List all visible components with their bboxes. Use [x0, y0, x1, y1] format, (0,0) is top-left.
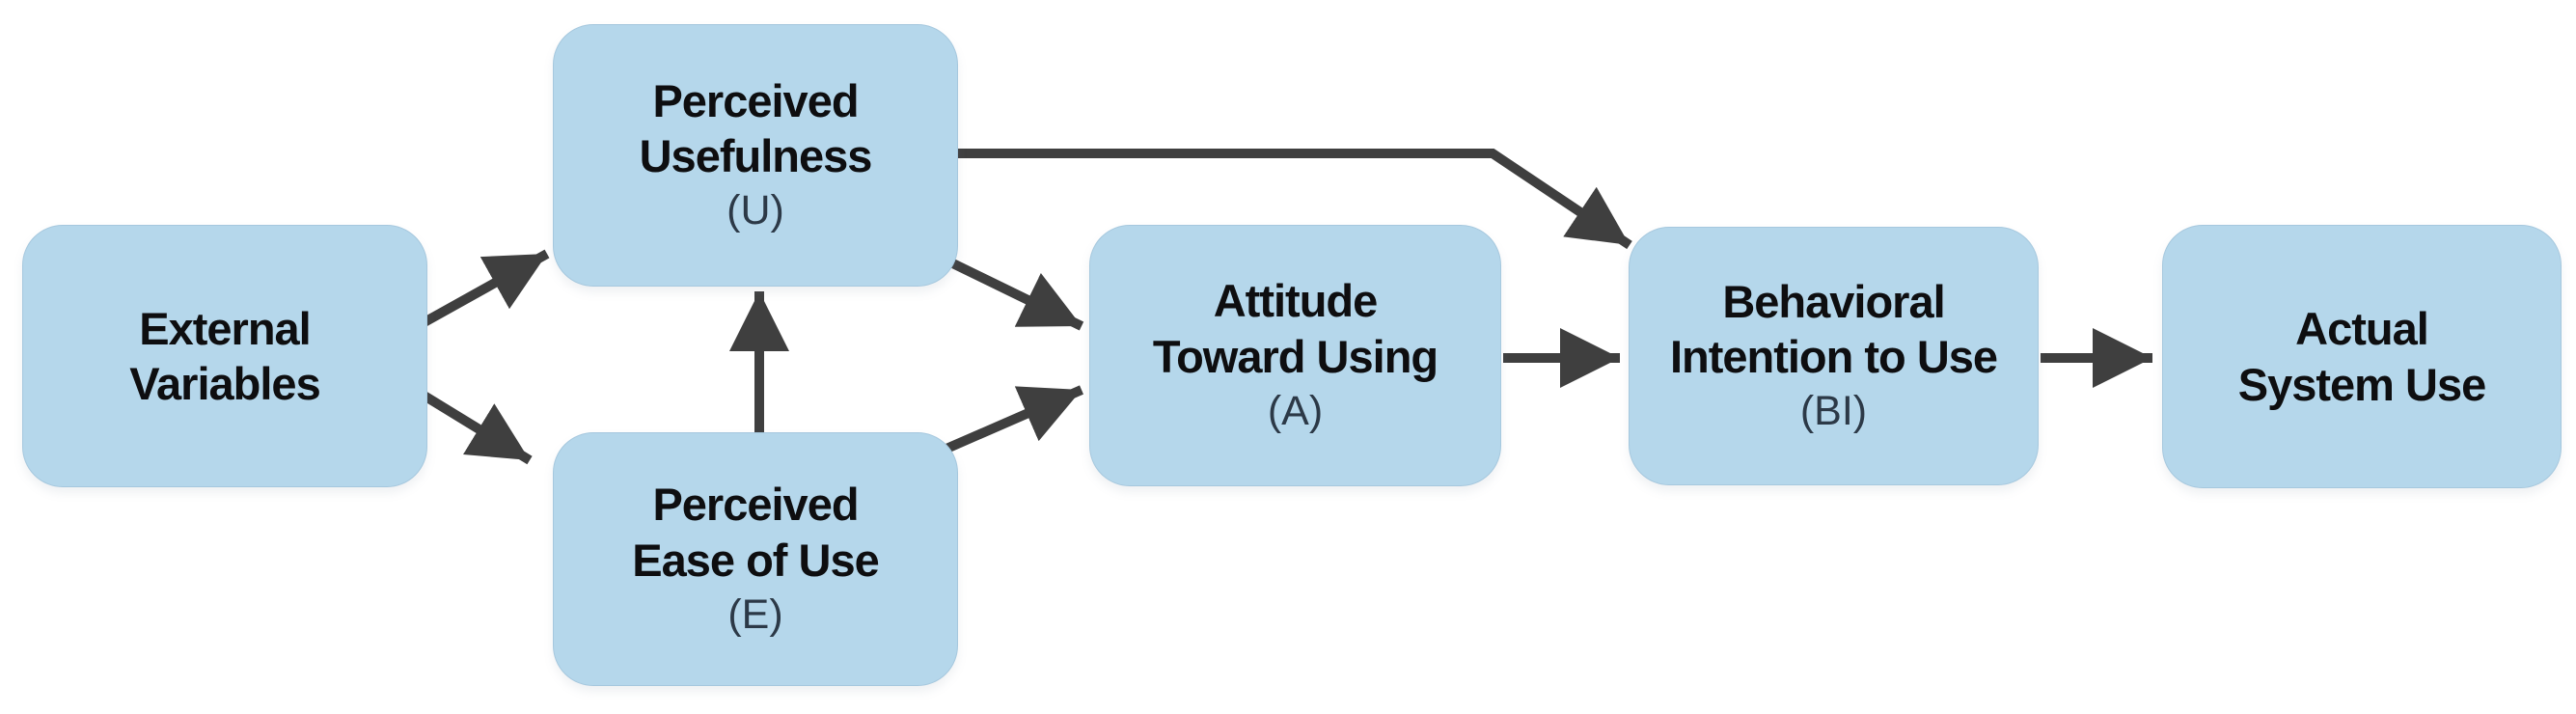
node-perceived-ease-of-use: Perceived Ease of Use (E): [553, 432, 958, 686]
node-label-line: Toward Using: [1152, 330, 1439, 382]
node-code: (A): [1267, 387, 1324, 434]
node-label-line: Ease of Use: [632, 534, 879, 586]
node-actual-system-use: Actual System Use: [2162, 225, 2562, 488]
node-code: (U): [726, 187, 784, 234]
node-label-line: Actual: [2295, 303, 2429, 355]
node-label-line: Usefulness: [639, 130, 873, 182]
node-label-line: Perceived: [652, 74, 859, 126]
node-attitude-toward-using: Attitude Toward Using (A): [1089, 225, 1501, 486]
node-code: (BI): [1799, 388, 1868, 435]
arrow-external-to-usefulness: [402, 249, 550, 338]
node-label-line: Attitude: [1213, 275, 1379, 327]
arrow-ease-to-attitude: [929, 385, 1083, 460]
node-external-variables: External Variables: [22, 225, 427, 487]
node-behavioral-intention-to-use: Behavioral Intention to Use (BI): [1629, 227, 2039, 485]
node-code: (E): [727, 590, 783, 638]
arrow-usefulness-to-intention: [958, 149, 1632, 250]
node-label-line: System Use: [2237, 358, 2486, 410]
node-label-line: Intention to Use: [1669, 331, 1998, 383]
node-perceived-usefulness: Perceived Usefulness (U): [553, 24, 958, 287]
node-label-line: External: [139, 302, 311, 354]
node-label-line: Variables: [129, 358, 320, 409]
node-label-line: Behavioral: [1722, 275, 1945, 327]
node-label-line: Perceived: [652, 479, 859, 531]
arrow-usefulness-to-attitude: [928, 248, 1084, 331]
